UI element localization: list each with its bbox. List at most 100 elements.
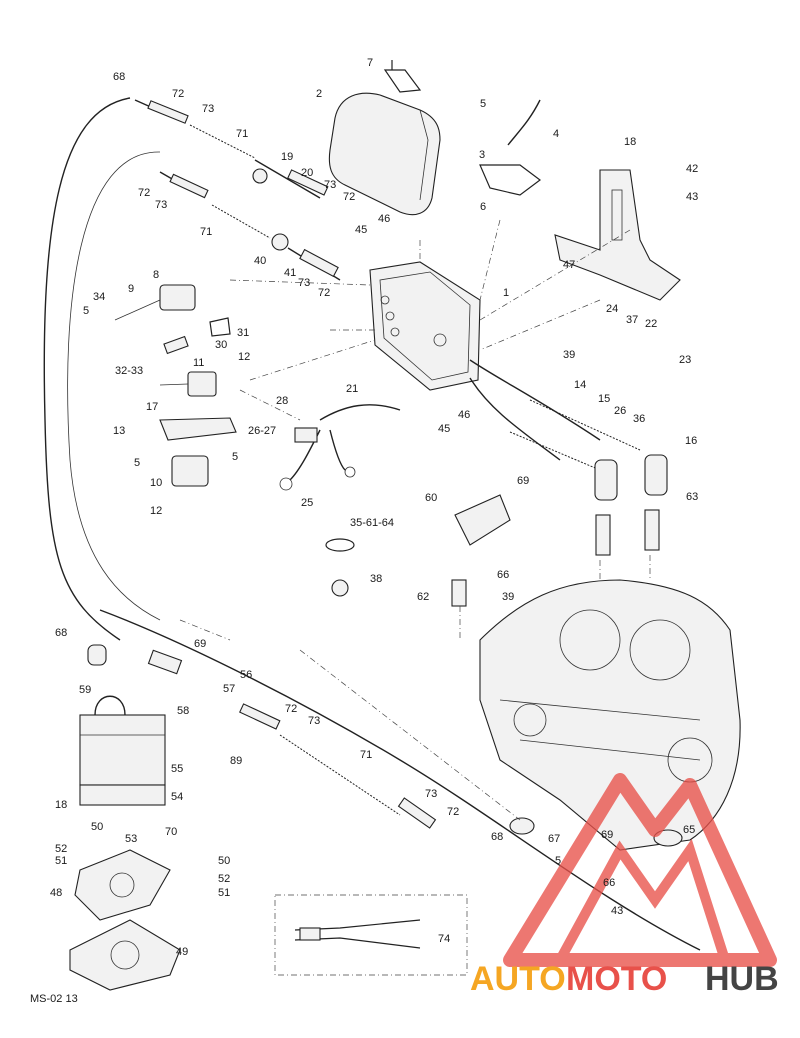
callout-50: 50: [91, 821, 103, 833]
callout-48: 48: [50, 887, 62, 899]
callout-66: 66: [497, 569, 509, 581]
callout-19: 19: [281, 151, 293, 163]
callout-4: 4: [553, 128, 559, 140]
callout-43: 43: [686, 191, 698, 203]
bracket-31: [209, 317, 231, 337]
callout-9: 9: [128, 283, 134, 295]
callout-6: 6: [480, 201, 486, 213]
watermark-part1: AUTO: [470, 960, 566, 998]
battery-holder-48: [74, 849, 171, 921]
callout-39: 39: [563, 349, 575, 361]
long-cable-2: [67, 151, 161, 621]
callout-53: 53: [125, 833, 137, 845]
clip-38: [331, 579, 349, 597]
callout-72: 72: [343, 191, 355, 203]
callout-34: 34: [93, 291, 105, 303]
callout-3: 3: [479, 149, 485, 161]
callout-72: 72: [447, 806, 459, 818]
callout-26-27: 26-27: [248, 425, 276, 437]
callout-60: 60: [425, 492, 437, 504]
callout-5: 5: [134, 457, 140, 469]
bracket-17: [159, 417, 237, 441]
ecu-box-1: [369, 261, 481, 391]
connector-58: [147, 649, 183, 675]
callout-36: 36: [633, 413, 645, 425]
spark-plugs-63: [595, 509, 660, 556]
long-cable: [43, 97, 131, 641]
callout-41: 41: [284, 267, 296, 279]
relay-10: [171, 455, 209, 487]
callout-17: 17: [146, 401, 158, 413]
callout-72: 72: [138, 187, 150, 199]
callout-72: 72: [318, 287, 330, 299]
callout-10: 10: [150, 477, 162, 489]
tool-74-box: [274, 894, 468, 976]
part-65: [653, 829, 683, 847]
callout-5: 5: [555, 855, 561, 867]
callout-51: 51: [55, 855, 67, 867]
watermark-logo: [503, 773, 777, 967]
tie-wrap: [325, 538, 355, 552]
callout-52: 52: [218, 873, 230, 885]
callout-46: 46: [378, 213, 390, 225]
callout-23: 23: [679, 354, 691, 366]
callout-31: 31: [237, 327, 249, 339]
callout-62: 62: [417, 591, 429, 603]
watermark-part3: HUB: [705, 960, 779, 998]
callout-65: 65: [683, 824, 695, 836]
callout-74: 74: [438, 933, 450, 945]
sensor-62: [451, 579, 467, 607]
callout-labels: 6872737119207372727371404173727254361842…: [50, 57, 698, 958]
callout-73: 73: [155, 199, 167, 211]
harness-21: [279, 404, 401, 491]
callout-43: 43: [611, 905, 623, 917]
callout-49: 49: [176, 946, 188, 958]
callout-7: 7: [367, 57, 373, 69]
callout-66: 66: [603, 877, 615, 889]
callout-70: 70: [165, 826, 177, 838]
callout-39: 39: [502, 591, 514, 603]
callout-57: 57: [223, 683, 235, 695]
callout-16: 16: [685, 435, 697, 447]
callout-68: 68: [55, 627, 67, 639]
watermark-text: AUTO MOTO HUB: [470, 960, 779, 998]
callout-73: 73: [202, 103, 214, 115]
bracket-60: [454, 494, 511, 546]
bracket-7: [383, 60, 422, 93]
ignition-wires: [469, 359, 668, 501]
callout-73: 73: [324, 179, 336, 191]
callout-46: 46: [458, 409, 470, 421]
callout-15: 15: [598, 393, 610, 405]
callout-35-61-64: 35-61-64: [350, 517, 394, 529]
boot-68b: [509, 817, 535, 835]
guide-lines: [179, 219, 651, 821]
bracket-47: [554, 169, 681, 301]
lower-cable-71: [239, 703, 437, 829]
callout-73: 73: [425, 788, 437, 800]
wire-4: [507, 99, 541, 146]
callout-69: 69: [601, 829, 613, 841]
callout-68: 68: [113, 71, 125, 83]
callout-11: 11: [193, 357, 204, 369]
solenoid-8: [114, 284, 196, 321]
callout-71: 71: [200, 226, 212, 238]
plate-49: [69, 919, 181, 991]
callout-13: 13: [113, 425, 125, 437]
callout-12: 12: [150, 505, 162, 517]
callout-55: 55: [171, 763, 183, 775]
callout-1: 1: [503, 287, 509, 299]
callout-42: 42: [686, 163, 698, 175]
switch-11: [159, 371, 217, 397]
watermark-part2: MOTO: [566, 960, 667, 998]
callout-2: 2: [316, 88, 322, 100]
callout-45: 45: [438, 423, 450, 435]
callout-54: 54: [171, 791, 183, 803]
callout-5: 5: [480, 98, 486, 110]
callout-73: 73: [298, 277, 310, 289]
callout-18: 18: [55, 799, 67, 811]
cover-2: [328, 92, 441, 216]
bottom-cable: [99, 609, 701, 951]
callout-38: 38: [370, 573, 382, 585]
callout-28: 28: [276, 395, 288, 407]
